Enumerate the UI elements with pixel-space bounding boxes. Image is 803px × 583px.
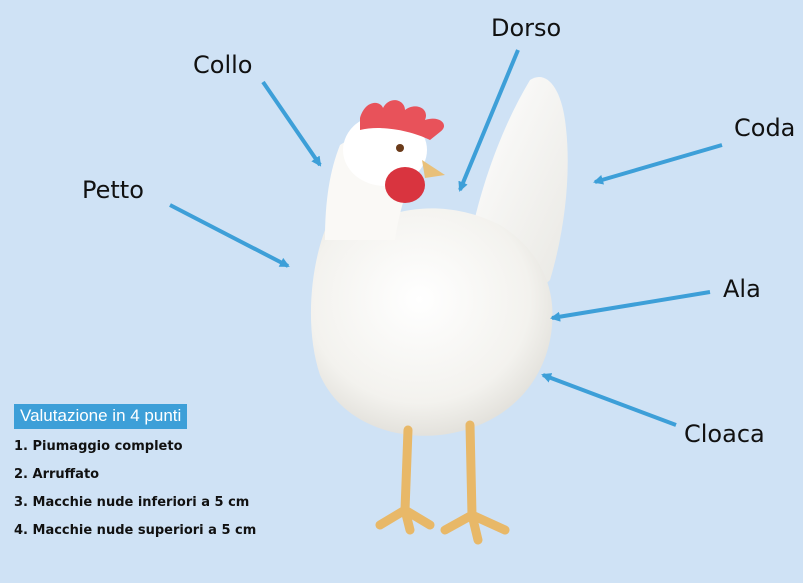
hen-leg-left	[375, 425, 435, 535]
hen-comb	[360, 100, 445, 140]
legend-item: 2. Arruffato	[14, 467, 100, 482]
legend-item: 1. Piumaggio completo	[14, 439, 183, 454]
hen-eye	[396, 144, 404, 152]
legend-item: 3. Macchie nude inferiori a 5 cm	[14, 495, 250, 510]
arrow-petto	[169, 203, 290, 268]
hen-leg-right	[440, 420, 510, 545]
hen-beak	[422, 160, 445, 178]
arrow-ala	[550, 290, 711, 322]
hen-wattle	[385, 167, 425, 203]
label-dorso: Dorso	[491, 14, 562, 42]
label-petto: Petto	[82, 176, 144, 204]
label-coda: Coda	[734, 114, 796, 142]
arrow-collo	[261, 80, 322, 167]
arrow-cloaca	[541, 373, 677, 427]
label-cloaca: Cloaca	[684, 420, 765, 448]
arrow-dorso	[458, 49, 520, 192]
legend-title: Valutazione in 4 punti	[14, 404, 188, 429]
hen-body	[310, 208, 553, 436]
scoring-legend: Valutazione in 4 punti 1. Piumaggio comp…	[14, 404, 256, 545]
arrow-coda	[593, 143, 723, 185]
label-collo: Collo	[193, 51, 253, 79]
legend-item: 4. Macchie nude superiori a 5 cm	[14, 523, 257, 538]
label-ala: Ala	[723, 275, 761, 303]
